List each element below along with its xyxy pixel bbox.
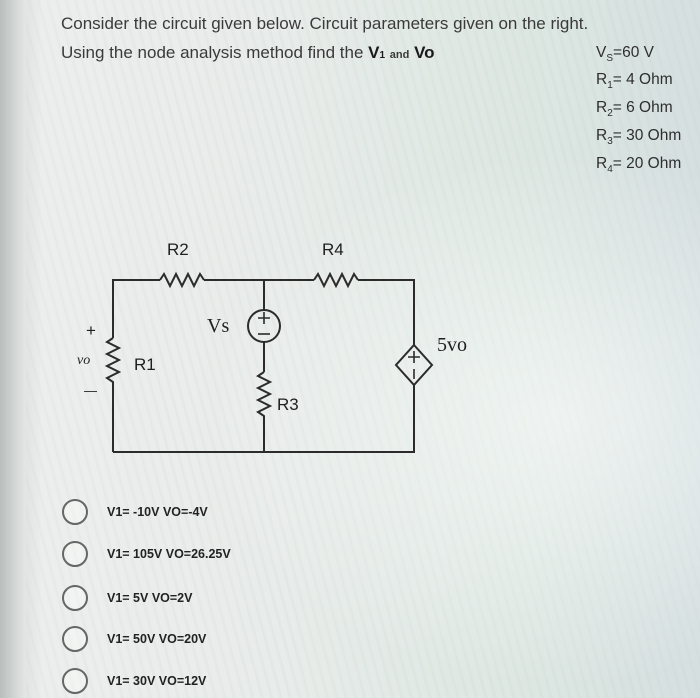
r1-resistor bbox=[104, 337, 122, 452]
vs-plus-sign bbox=[258, 312, 270, 324]
r4-label: R4 bbox=[322, 240, 344, 259]
option-radio-4[interactable] bbox=[62, 626, 88, 652]
r1-label: R1 bbox=[134, 355, 156, 374]
option-label-2[interactable]: V1= 105V VO=26.25V bbox=[107, 547, 231, 561]
option-label-3[interactable]: V1= 5V VO=2V bbox=[107, 591, 193, 605]
param-r2: R2= 6 Ohm bbox=[596, 99, 673, 120]
vo-label: vo bbox=[77, 353, 91, 368]
r4-resistor bbox=[313, 271, 359, 289]
left-edge-shadow bbox=[0, 0, 26, 698]
option-radio-2[interactable] bbox=[62, 541, 88, 567]
dependent-source-label: 5vo bbox=[437, 334, 467, 356]
param-r1: R1= 4 Ohm bbox=[596, 71, 673, 92]
question-line-1: Consider the circuit given below. Circui… bbox=[61, 14, 589, 33]
option-label-5[interactable]: V1= 30V VO=12V bbox=[107, 674, 207, 688]
param-r3: R3= 30 Ohm bbox=[596, 127, 682, 148]
wire-top-right bbox=[358, 279, 415, 345]
option-radio-1[interactable] bbox=[62, 499, 88, 525]
and-word: and bbox=[389, 49, 410, 61]
option-label-4[interactable]: V1= 50V VO=20V bbox=[107, 632, 207, 646]
dep-plus-sign bbox=[408, 351, 420, 363]
r3-label: R3 bbox=[277, 395, 299, 414]
option-label-1[interactable]: V1= -10V VO=-4V bbox=[107, 505, 208, 519]
wire-right-lower bbox=[113, 385, 415, 453]
vs-label: Vs bbox=[207, 315, 230, 337]
r2-resistor bbox=[159, 271, 205, 289]
v1-symbol: V1 bbox=[368, 43, 386, 62]
param-vs: VS=60 V bbox=[596, 44, 654, 65]
vo-minus-sign: — bbox=[84, 383, 97, 398]
vo-symbol: Vo bbox=[414, 43, 435, 62]
option-radio-3[interactable] bbox=[62, 585, 88, 611]
param-r4: R4= 20 Ohm bbox=[596, 155, 682, 176]
r3-resistor bbox=[255, 371, 273, 452]
r2-label: R2 bbox=[167, 240, 189, 259]
question-line-2: Using the node analysis method find the … bbox=[61, 43, 435, 63]
option-radio-5[interactable] bbox=[62, 668, 88, 694]
vo-plus-sign: + bbox=[86, 321, 96, 340]
question-prefix: Using the node analysis method find the bbox=[61, 43, 369, 62]
wire-top-left bbox=[112, 279, 160, 338]
